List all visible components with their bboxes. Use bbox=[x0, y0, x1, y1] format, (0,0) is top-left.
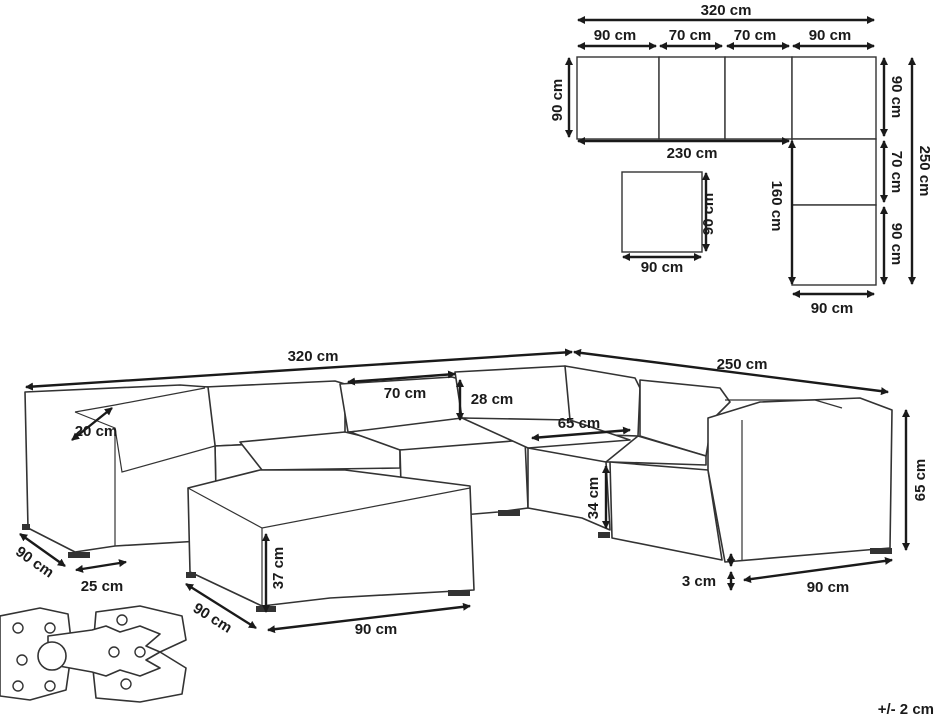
seat-corner-front bbox=[527, 447, 611, 531]
persp-total-depth-line bbox=[573, 348, 889, 396]
screw-icon bbox=[134, 646, 146, 658]
persp-ottoman-height-label: 37 cm bbox=[270, 547, 287, 590]
right-armrest-edge bbox=[725, 399, 843, 409]
persp-total-width-line bbox=[25, 348, 573, 391]
clip-pivot bbox=[37, 641, 67, 671]
plan-view: 320 cm 90 cm 70 cm 70 cm 90 cm 90 cm 230… bbox=[549, 2, 933, 317]
plan-module-1 bbox=[576, 56, 660, 140]
persp-total-height-label: 65 cm bbox=[912, 459, 929, 502]
plan-bottom-width-label: 90 cm bbox=[811, 300, 854, 317]
plan-inner-width-label: 230 cm bbox=[667, 145, 718, 162]
plan-segment-1-label: 90 cm bbox=[594, 27, 637, 44]
plan-right-top-label: 90 cm bbox=[888, 76, 905, 119]
plan-ottoman-depth-label: 90 cm bbox=[700, 193, 717, 236]
connector-clip-detail bbox=[0, 605, 187, 703]
plan-total-depth-label: 250 cm bbox=[916, 146, 933, 197]
screw-icon bbox=[44, 622, 56, 634]
foot bbox=[22, 524, 30, 530]
persp-end-module-width-line bbox=[743, 556, 893, 584]
persp-armrest-width-label: 20 cm bbox=[75, 423, 118, 440]
plan-total-width-label: 320 cm bbox=[701, 2, 752, 19]
persp-ottoman-depth-label: 90 cm bbox=[190, 600, 235, 637]
persp-leg-inset-line bbox=[75, 559, 127, 573]
screw-icon bbox=[108, 646, 120, 658]
persp-end-module-width-label: 90 cm bbox=[807, 579, 850, 596]
foot bbox=[498, 510, 520, 516]
plan-module-corner bbox=[791, 56, 877, 140]
clip-bracket bbox=[47, 625, 161, 677]
screw-icon bbox=[44, 680, 56, 692]
persp-left-depth-label: 90 cm bbox=[12, 543, 57, 581]
persp-armrest-width-line bbox=[71, 407, 113, 441]
foot bbox=[598, 532, 610, 538]
tolerance-note: +/- 2 cm bbox=[878, 701, 934, 718]
foot bbox=[186, 572, 196, 578]
foot bbox=[448, 590, 470, 596]
persp-total-depth-label: 250 cm bbox=[717, 356, 768, 373]
persp-leg-height-label: 3 cm bbox=[682, 573, 716, 590]
plan-segment-4-label: 90 cm bbox=[809, 27, 852, 44]
persp-corner-seat-line bbox=[531, 426, 631, 442]
plan-segment-3-label: 70 cm bbox=[734, 27, 777, 44]
ottoman bbox=[187, 469, 475, 607]
screw-icon bbox=[116, 614, 128, 626]
plan-ottoman bbox=[621, 171, 703, 253]
plan-right-bottom-label: 90 cm bbox=[888, 223, 905, 266]
persp-corner-seat-label: 65 cm bbox=[558, 415, 601, 432]
screw-icon bbox=[16, 654, 28, 666]
plan-inner-depth-label: 160 cm bbox=[768, 181, 785, 232]
persp-ottoman-depth-line bbox=[185, 582, 257, 630]
persp-back-height-label: 28 cm bbox=[471, 391, 514, 408]
right-end-module bbox=[707, 397, 893, 563]
plan-right-mid-label: 70 cm bbox=[888, 151, 905, 194]
persp-seat-width-line bbox=[347, 370, 456, 386]
perspective-view: 320 cm 250 cm 70 cm 28 cm 20 cm 65 cm 34… bbox=[12, 348, 929, 638]
plan-segment-2-label: 70 cm bbox=[669, 27, 712, 44]
persp-ottoman-width-line bbox=[267, 602, 471, 634]
plan-module-6 bbox=[791, 204, 877, 286]
foot bbox=[68, 552, 90, 558]
seat-right-front bbox=[609, 461, 723, 561]
plan-module-5 bbox=[791, 138, 877, 206]
persp-total-width-label: 320 cm bbox=[288, 348, 339, 365]
persp-ottoman-width-label: 90 cm bbox=[355, 621, 398, 638]
persp-seat-width-label: 70 cm bbox=[384, 385, 427, 402]
plan-ottoman-width-label: 90 cm bbox=[641, 259, 684, 276]
plan-left-depth-label: 90 cm bbox=[549, 79, 566, 122]
foot bbox=[870, 548, 892, 554]
screw-icon bbox=[12, 680, 24, 692]
persp-leg-inset-label: 25 cm bbox=[81, 578, 124, 595]
plan-module-3 bbox=[724, 56, 793, 140]
persp-left-depth-line bbox=[19, 533, 66, 567]
screw-icon bbox=[12, 622, 24, 634]
persp-seat-height-label: 34 cm bbox=[585, 477, 602, 520]
plan-module-2 bbox=[658, 56, 726, 140]
screw-icon bbox=[120, 678, 132, 690]
